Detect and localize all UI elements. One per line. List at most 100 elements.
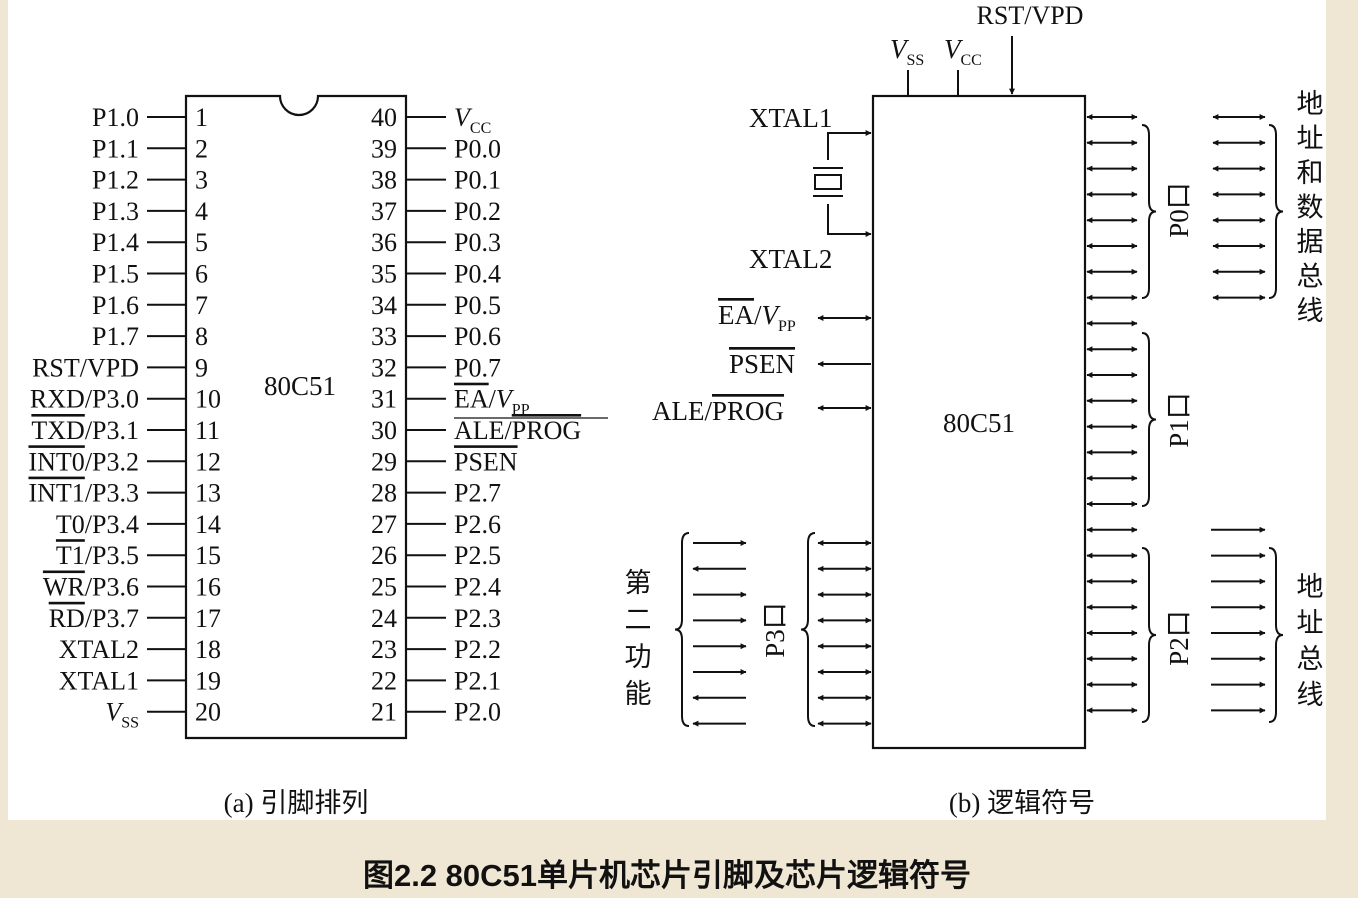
second-function-label: 第二功能: [625, 568, 652, 709]
pin-name: XTAL1: [59, 666, 139, 695]
pin-22: P2.122: [371, 666, 501, 695]
ea-vpp-label: EA/VPP: [718, 300, 796, 335]
pin-name: P2.3: [454, 604, 501, 633]
pin-name: RST/VPD: [32, 353, 139, 382]
port-braces: [674, 124, 1284, 727]
pin-name: P1.5: [92, 260, 139, 289]
pin-number: 8: [195, 322, 208, 351]
pin-34: P0.5 34: [371, 291, 501, 320]
right-pin-list: VCC40P0.039P0.138P0.237P0.336P0.435P0.53…: [371, 103, 608, 727]
pin-name: INT1/P3.3: [28, 479, 139, 508]
pin-number: 16: [195, 573, 221, 602]
pin-number: 19: [195, 666, 221, 695]
pin-name: P1.6: [92, 291, 139, 320]
pin-number: 31: [371, 385, 397, 414]
pin-40: VCC 40: [371, 103, 491, 137]
pin-28: P2.728: [371, 479, 501, 508]
pin-number: 33: [371, 322, 397, 351]
pin-25: P2.425: [371, 573, 501, 602]
pin-number: 9: [195, 353, 208, 382]
pin-number: 10: [195, 385, 221, 414]
pin-name: P0.5: [454, 291, 501, 320]
pin-name: P0.7: [454, 353, 501, 382]
pin-9: RST/VPD 9: [32, 353, 208, 382]
pin-36: P0.336: [371, 228, 501, 257]
pin-27: P2.6 27: [371, 510, 501, 539]
pin-name: RXD/P3.0: [30, 385, 139, 414]
pin-16: WR/P3.6 16: [43, 573, 221, 602]
pin-number: 20: [195, 698, 221, 727]
pin-name: T0/P3.4: [56, 510, 139, 539]
pin-name: P0.3: [454, 228, 501, 257]
logic-section: 80C51 RST/VPD VSS VCC XTAL1 XTAL2 EA/VPP…: [625, 1, 1324, 818]
p0-port-label: P0口: [1164, 182, 1194, 238]
pin-33: P0.6 33: [371, 322, 501, 351]
pin-name: VSS: [105, 698, 139, 732]
pin-7: P1.6 7: [92, 291, 208, 320]
pin-name: P0.6: [454, 322, 501, 351]
pin-number: 12: [195, 447, 221, 476]
pin-number: 27: [371, 510, 397, 539]
pin-number: 37: [371, 197, 397, 226]
pinout-package-outline: [184, 94, 408, 740]
pin-number: 25: [371, 573, 397, 602]
pin-name: P1.4: [92, 228, 139, 257]
logic-chip-label: 80C51: [943, 408, 1015, 438]
pin-number: 7: [195, 291, 208, 320]
pin-number: 11: [195, 416, 220, 445]
pin-19: XTAL1 19: [59, 666, 221, 695]
caption-a: (a) 引脚排列: [224, 788, 369, 818]
p1-port-label: P1口: [1164, 392, 1194, 448]
caption-b: (b) 逻辑符号: [949, 788, 1095, 818]
pin-21: P2.021: [371, 698, 501, 727]
p1-brace: [1141, 332, 1157, 507]
logic-chip-body: [871, 94, 1087, 750]
pin-name: VCC: [454, 103, 491, 137]
pin-number: 4: [195, 197, 208, 226]
psen-label: PSEN: [729, 349, 795, 379]
second-function-brace: [674, 532, 690, 727]
pin-number: 26: [371, 541, 397, 570]
pin-number: 5: [195, 228, 208, 257]
pin-number: 40: [371, 103, 397, 132]
pin-number: 38: [371, 166, 397, 195]
pin-number: 1: [195, 103, 208, 132]
pin-24: P2.324: [371, 604, 501, 633]
pin-name: P2.6: [454, 510, 501, 539]
pin-number: 22: [371, 666, 397, 695]
pin-name: WR/P3.6: [43, 573, 139, 602]
pin-number: 34: [371, 291, 397, 320]
pin-name: P2.5: [454, 541, 501, 570]
p0-brace: [1141, 124, 1157, 299]
data-bus-brace: [1268, 124, 1284, 299]
p3-port-label: P3口: [760, 602, 790, 658]
figure-title: 图2.2 80C51单片机芯片引脚及芯片逻辑符号: [362, 858, 972, 893]
pin-number: 39: [371, 134, 397, 163]
pin-name: TXD/P3.1: [31, 416, 139, 445]
pin-number: 21: [371, 698, 397, 727]
pin-number: 23: [371, 635, 397, 664]
pin-name: T1/P3.5: [56, 541, 139, 570]
pin-20: VSS 20: [105, 698, 221, 732]
p2-brace: [1141, 547, 1157, 723]
pin-37: P0.237: [371, 197, 501, 226]
p2-port-label: P2口: [1164, 610, 1194, 666]
address-data-bus-label: 地址和数据总线: [1297, 89, 1324, 326]
